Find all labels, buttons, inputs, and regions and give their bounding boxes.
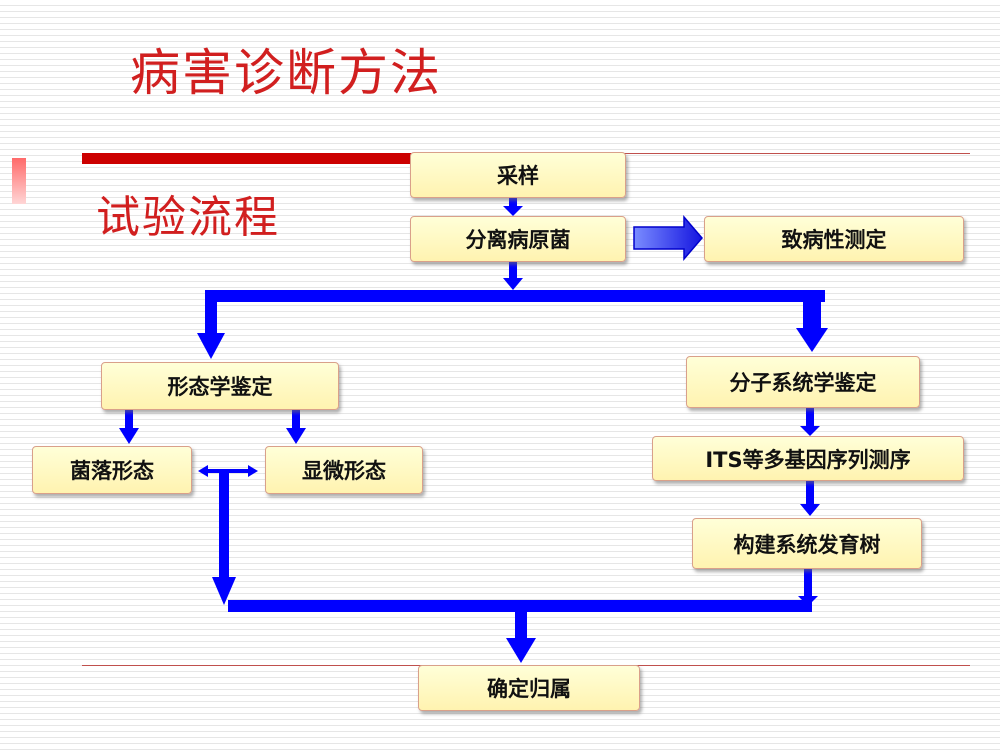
arrow-molecular-to-its-head: [800, 426, 820, 436]
arrow-molecular-to-its: [806, 408, 814, 428]
arrow-morphology-to-bottom: [219, 473, 229, 579]
arrow-isolation-to-branch: [509, 262, 517, 282]
arrow-isolation-to-pathogenicity: [633, 214, 703, 262]
arrow-sampling-to-isolation-head: [503, 206, 523, 216]
arrow-morphology-to-colony: [125, 410, 133, 430]
node-molecular: 分子系统学鉴定: [686, 356, 920, 408]
title-underline-thick: [82, 153, 422, 164]
node-microscopic: 显微形态: [265, 446, 423, 494]
arrow-merge-to-classification: [515, 612, 527, 642]
node-sampling: 采样: [410, 152, 626, 198]
arrow-morphology-to-microscopic: [292, 410, 300, 430]
node-pathogenicity: 致病性测定: [704, 216, 964, 262]
title-underline-thin: [422, 153, 970, 154]
arrow-morphology-to-colony-head: [119, 428, 139, 444]
arrow-morphology-to-microscopic-head: [286, 428, 306, 444]
arrow-isolation-to-branch-head: [503, 278, 523, 290]
slide-title: 病害诊断方法: [130, 44, 442, 102]
node-classification: 确定归属: [418, 665, 640, 711]
arrow-branch-to-molecular: [803, 290, 821, 330]
double-arrow-left-head: [198, 465, 208, 477]
arrow-morphology-to-bottom-head: [212, 577, 236, 605]
merge-bar-bottom: [228, 600, 812, 612]
arrow-branch-to-morphology: [205, 290, 217, 335]
node-colony: 菌落形态: [32, 446, 192, 494]
node-isolation: 分离病原菌: [410, 216, 626, 262]
node-phylogeny: 构建系统发育树: [692, 518, 922, 569]
double-arrow-colony-microscopic: [206, 469, 250, 473]
node-morphology: 形态学鉴定: [101, 362, 339, 410]
arrow-its-to-phylogeny: [806, 481, 814, 506]
slide-side-marker: [12, 158, 26, 204]
slide-subtitle: 试验流程: [96, 192, 280, 243]
arrow-branch-to-morphology-head: [197, 333, 225, 359]
branch-bar-top: [205, 290, 825, 302]
arrow-branch-to-molecular-head: [796, 328, 828, 352]
double-arrow-right-head: [248, 465, 258, 477]
node-its: ITS等多基因序列测序: [652, 436, 964, 481]
arrow-its-to-phylogeny-head: [800, 504, 820, 516]
arrow-phylogeny-to-bottom: [804, 569, 812, 599]
arrow-sampling-to-isolation: [509, 198, 517, 208]
arrow-merge-to-classification-head: [506, 638, 536, 663]
